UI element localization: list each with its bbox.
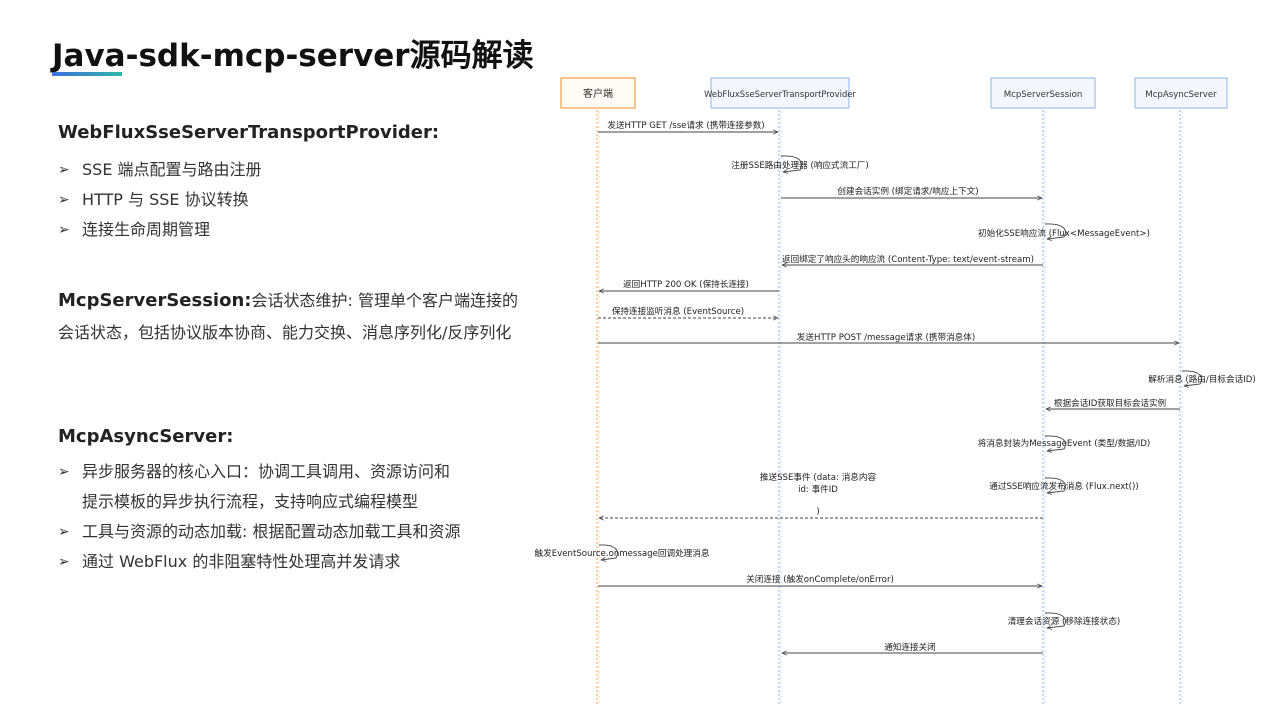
self-message-arrow (780, 155, 802, 172)
self-message-arrow (1181, 370, 1202, 386)
message-label: 清理会话资源 (移除连接状态) (1008, 615, 1121, 627)
arrow-bullet-icon: ➢ (58, 192, 70, 208)
svg-text:WebFluxSseServerTransportProvi: WebFluxSseServerTransportProvider (704, 89, 856, 99)
self-message-arrow (1044, 477, 1066, 493)
message-label: 返回绑定了响应头的响应流 (Content-Type: text/event-s… (782, 253, 1034, 265)
participant-server: McpAsyncServer (1134, 77, 1228, 109)
participant-session: McpServerSession (990, 77, 1096, 109)
self-message-arrow (1044, 612, 1066, 628)
message-label: ) (816, 507, 819, 517)
session-heading: McpServerSession: (58, 290, 252, 311)
arrow-bullet-icon: ➢ (58, 222, 70, 238)
message-label: 触发EventSource.onmessage回调处理消息 (535, 547, 710, 559)
list-item: ➢通过 WebFlux 的非阻塞特性处理高并发请求 (58, 547, 460, 577)
arrow-bullet-icon: ➢ (58, 464, 70, 480)
message-label: 根据会话ID获取目标会话实例 (1054, 397, 1166, 409)
message-label: 发送HTTP GET /sse请求 (携带连接参数) (607, 119, 764, 131)
participant-client: 客户端 (560, 77, 636, 109)
async-heading: McpAsyncServer: (58, 426, 234, 447)
list-item: ➢连接生命周期管理 (58, 215, 262, 245)
arrow-bullet-icon: ➢ (58, 554, 70, 570)
message-label: 返回HTTP 200 OK (保持长连接) (623, 278, 749, 290)
async-list: ➢异步服务器的核心入口：协调工具调用、资源访问和 提示模板的异步执行流程，支持响… (58, 457, 460, 577)
message-label: 解析消息 (路由/目标会话ID) (1148, 373, 1255, 385)
provider-heading: WebFluxSseServerTransportProvider: (58, 122, 440, 143)
self-message-arrow (1044, 435, 1066, 451)
arrow-bullet-icon: ➢ (58, 524, 70, 540)
list-item: ➢异步服务器的核心入口：协调工具调用、资源访问和 (58, 457, 460, 487)
arrow-bullet-icon: ➢ (58, 162, 70, 178)
svg-text:McpServerSession: McpServerSession (1004, 90, 1083, 100)
list-item: ➢工具与资源的动态加载: 根据配置动态加载工具和资源 (58, 517, 460, 547)
message-label: 通知连接关闭 (884, 641, 936, 653)
message-label: 通过SSE响应流发布消息 (Flux.next()) (989, 480, 1138, 492)
message-label: 保持连接监听消息 (EventSource) (612, 305, 744, 317)
self-message-arrow (1044, 223, 1066, 239)
list-item: ➢HTTP 与 SSE 协议转换 (58, 185, 262, 215)
svg-text:客户端: 客户端 (583, 87, 613, 100)
message-label: 注册SSE路由处理器 (响应式流工厂) (731, 159, 869, 171)
message-label: 初始化SSE响应流 (Flux<MessageEvent>) (978, 227, 1150, 239)
session-paragraph: McpServerSession:会话状态维护: 管理单个客户端连接的会话状态，… (58, 285, 528, 349)
message-label: 将消息封装为MessageEvent (类型/数据/ID) (978, 437, 1151, 449)
message-label: 发送HTTP POST /message请求 (携带消息体) (797, 331, 975, 343)
list-item: ➢SSE 端点配置与路由注册 (58, 155, 262, 185)
participant-provider: WebFluxSseServerTransportProvider (704, 77, 856, 109)
page-title: Java-sdk-mcp-server源码解读 (52, 38, 534, 74)
svg-text:McpAsyncServer: McpAsyncServer (1145, 90, 1217, 100)
provider-list: ➢SSE 端点配置与路由注册 ➢HTTP 与 SSE 协议转换 ➢连接生命周期管… (58, 155, 262, 245)
message-label: 创建会话实例 (绑定请求/响应上下文) (837, 185, 978, 197)
title-underline (52, 72, 122, 76)
message-label: 关闭连接 (触发onComplete/onError) (746, 573, 894, 585)
session-text: 会话状态维护: 管理单个客户端连接的会话状态，包括协议版本协商、能力交换、消息序… (58, 291, 518, 342)
list-item: 提示模板的异步执行流程，支持响应式编程模型 (82, 492, 419, 511)
message-label: id: 事件ID (798, 483, 838, 495)
self-message-arrow (598, 544, 618, 560)
message-label: 推送SSE事件 (data: 消息内容 (760, 471, 877, 483)
